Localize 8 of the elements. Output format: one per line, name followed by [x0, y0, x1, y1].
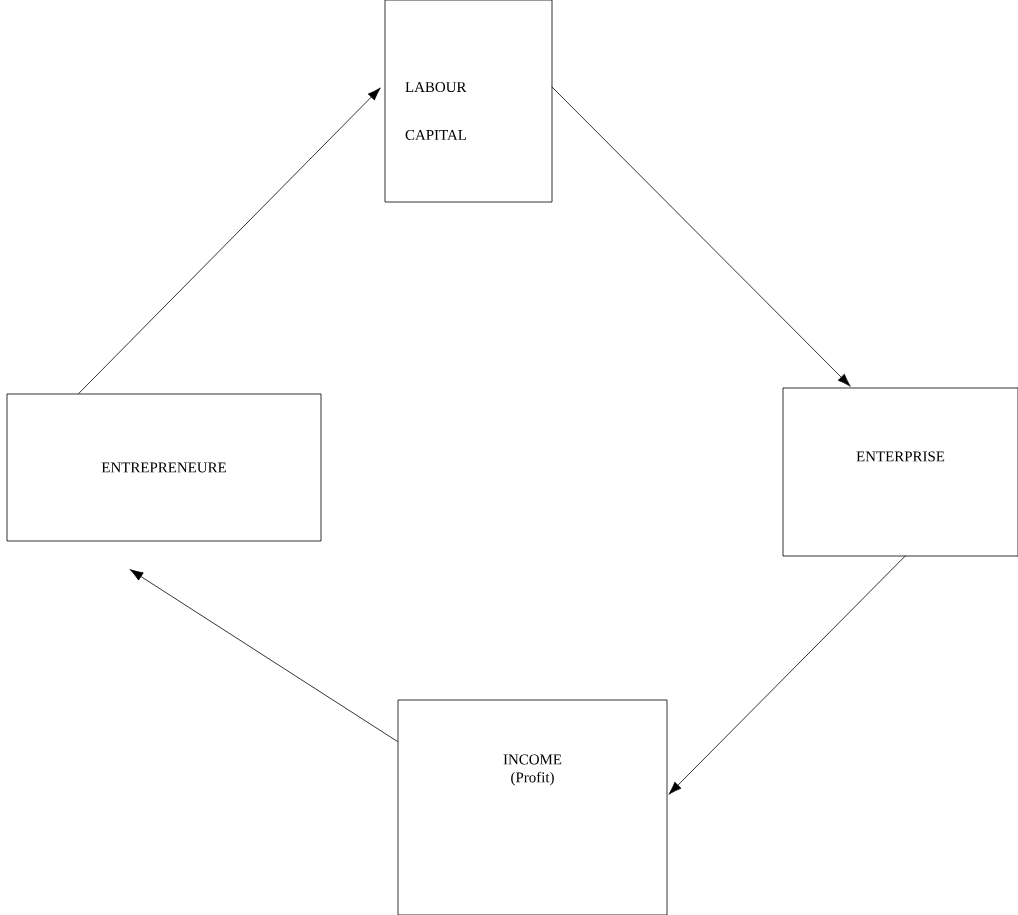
arrow: [129, 569, 398, 742]
process-box: INCOME (Profit): [397, 699, 668, 915]
process-box: LABOUR CAPITAL: [384, 0, 553, 203]
arrow: [668, 555, 906, 795]
arrow: [78, 87, 381, 394]
arrow: [551, 86, 851, 387]
process-box: ENTREPRENEURE: [6, 393, 322, 542]
process-box: ENTERPRISE: [782, 387, 1018, 557]
